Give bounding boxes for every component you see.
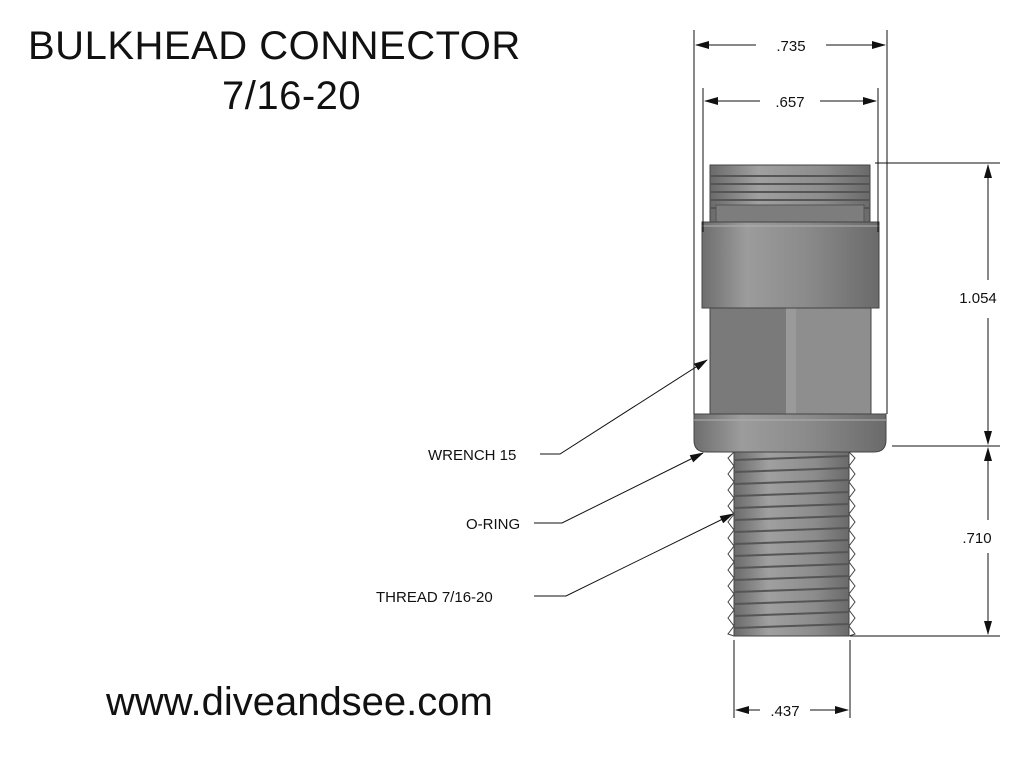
drawing-title-line1: BULKHEAD CONNECTOR xyxy=(28,24,521,68)
website-url: www.diveandsee.com xyxy=(106,680,493,724)
top-thread-section xyxy=(709,164,871,224)
wrench-flats xyxy=(709,307,872,415)
leader-lines xyxy=(534,359,734,597)
bottom-thread-section xyxy=(727,451,856,637)
extension-lines xyxy=(693,30,1000,718)
flange xyxy=(693,413,887,453)
drawing-title-line2: 7/16-20 xyxy=(222,74,362,118)
dimension-lines xyxy=(695,41,992,714)
dim-lower-height: .710 xyxy=(962,530,991,547)
connector-body xyxy=(693,164,887,637)
callout-thread: THREAD 7/16-20 xyxy=(376,589,493,606)
dim-upper-height: 1.054 xyxy=(959,290,997,307)
wrench-leader xyxy=(540,359,708,455)
callout-wrench: WRENCH 15 xyxy=(428,447,516,464)
dim-overall-width: .735 xyxy=(776,38,805,55)
dim-top-thread-width: .657 xyxy=(775,94,804,111)
upper-collar xyxy=(701,221,880,309)
thread-leader xyxy=(534,513,734,597)
dim-bottom-thread-width: .437 xyxy=(770,703,799,720)
callout-oring: O-RING xyxy=(466,516,520,533)
oring-leader xyxy=(534,452,704,524)
